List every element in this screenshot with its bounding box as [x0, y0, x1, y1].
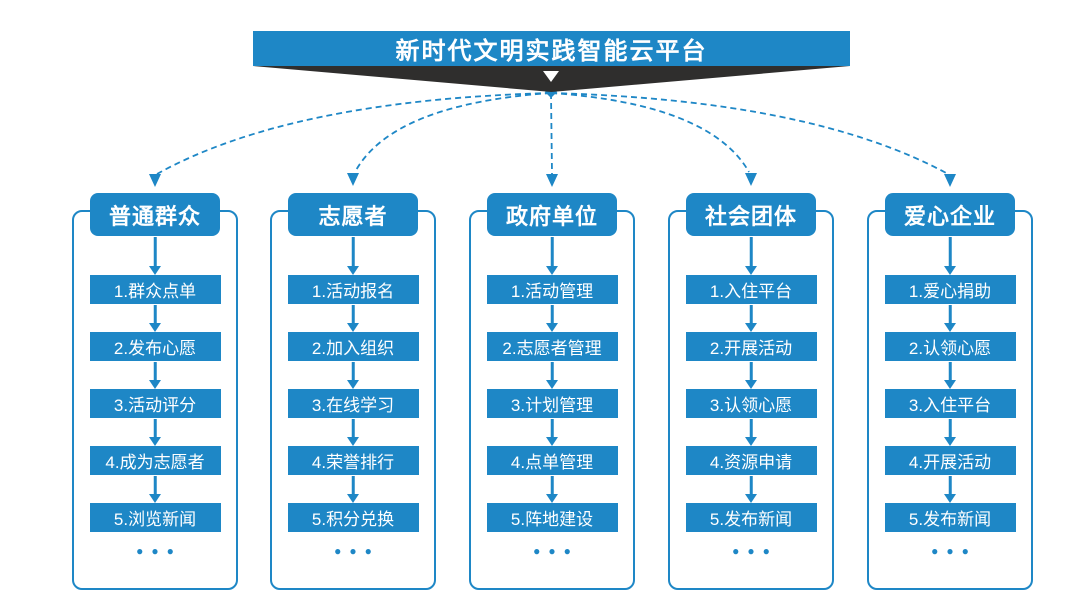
step-item: 4.资源申请: [685, 446, 817, 475]
ellipsis: ●●●: [533, 544, 579, 558]
column-government: 政府单位 1.活动管理 2.志愿者管理 3.计划管理 4.点单管理 5.阵地建设…: [469, 193, 635, 590]
down-arrow-icon: [544, 236, 560, 275]
arrowhead-icon: [546, 174, 558, 187]
step-item: 2.加入组织: [287, 332, 419, 361]
column-ordinary-public: 普通群众 1.群众点单 2.发布心愿 3.活动评分 4.成为志愿者 5.浏览新闻…: [72, 193, 238, 590]
down-arrow-icon: [345, 418, 361, 446]
down-arrow-icon: [345, 475, 361, 503]
step-item: 5.浏览新闻: [89, 503, 221, 532]
step-item: 2.志愿者管理: [486, 332, 618, 361]
column-enterprise: 爱心企业 1.爱心捐助 2.认领心愿 3.入住平台 4.开展活动 5.发布新闻 …: [867, 193, 1033, 590]
down-arrow-icon: [743, 236, 759, 275]
platform-title-banner: 新时代文明实践智能云平台: [253, 31, 850, 66]
step-item: 2.认领心愿: [884, 332, 1016, 361]
connector-line: [156, 92, 552, 175]
down-arrow-icon: [345, 304, 361, 332]
down-arrow-icon: [942, 304, 958, 332]
step-item: 5.阵地建设: [486, 503, 618, 532]
step-item: 5.积分兑换: [287, 503, 419, 532]
down-arrow-icon: [147, 361, 163, 389]
step-item: 4.成为志愿者: [89, 446, 221, 475]
step-item: 5.发布新闻: [884, 503, 1016, 532]
step-item: 4.荣誉排行: [287, 446, 419, 475]
ellipsis: ●●●: [334, 544, 380, 558]
arrowhead-icon: [745, 173, 757, 186]
step-item: 2.开展活动: [685, 332, 817, 361]
arrowhead-icon: [347, 173, 359, 186]
down-arrow-icon: [345, 236, 361, 275]
connector-line: [550, 92, 750, 173]
step-item: 1.活动管理: [486, 275, 618, 304]
arrowhead-icon: [149, 174, 161, 187]
down-arrow-icon: [544, 304, 560, 332]
down-arrow-icon: [743, 361, 759, 389]
down-arrow-icon: [544, 361, 560, 389]
step-item: 4.开展活动: [884, 446, 1016, 475]
connector-line: [354, 92, 552, 173]
step-item: 5.发布新闻: [685, 503, 817, 532]
step-item: 2.发布心愿: [89, 332, 221, 361]
step-item: 1.活动报名: [287, 275, 419, 304]
down-arrow-icon: [544, 475, 560, 503]
step-item: 1.爱心捐助: [884, 275, 1016, 304]
platform-title: 新时代文明实践智能云平台: [395, 38, 708, 65]
down-arrow-icon: [743, 418, 759, 446]
down-arrow-icon: [942, 418, 958, 446]
step-item: 3.活动评分: [89, 389, 221, 418]
column-header: 政府单位: [487, 193, 617, 236]
down-arrow-icon: [942, 361, 958, 389]
down-arrow-icon: [942, 236, 958, 275]
column-header: 普通群众: [90, 193, 220, 236]
step-item: 1.入住平台: [685, 275, 817, 304]
step-item: 3.入住平台: [884, 389, 1016, 418]
ellipsis: ●●●: [732, 544, 778, 558]
step-item: 4.点单管理: [486, 446, 618, 475]
down-arrow-icon: [942, 475, 958, 503]
column-header: 社会团体: [686, 193, 816, 236]
column-volunteer: 志愿者 1.活动报名 2.加入组织 3.在线学习 4.荣誉排行 5.积分兑换 ●…: [270, 193, 436, 590]
connector-line: [550, 92, 553, 175]
step-item: 3.计划管理: [486, 389, 618, 418]
down-caret-icon: [543, 71, 559, 82]
down-arrow-icon: [147, 475, 163, 503]
step-item: 1.群众点单: [89, 275, 221, 304]
column-header: 志愿者: [288, 193, 418, 236]
arrowhead-icon: [944, 174, 956, 187]
down-arrow-icon: [345, 361, 361, 389]
down-arrow-icon: [147, 418, 163, 446]
down-arrow-icon: [147, 304, 163, 332]
step-item: 3.在线学习: [287, 389, 419, 418]
down-arrow-icon: [743, 475, 759, 503]
ellipsis: ●●●: [931, 544, 977, 558]
down-arrow-icon: [147, 236, 163, 275]
step-item: 3.认领心愿: [685, 389, 817, 418]
ellipsis: ●●●: [136, 544, 182, 558]
connector-line: [550, 92, 949, 175]
down-arrow-icon: [743, 304, 759, 332]
column-social-group: 社会团体 1.入住平台 2.开展活动 3.认领心愿 4.资源申请 5.发布新闻 …: [668, 193, 834, 590]
column-header: 爱心企业: [885, 193, 1015, 236]
down-arrow-icon: [544, 418, 560, 446]
